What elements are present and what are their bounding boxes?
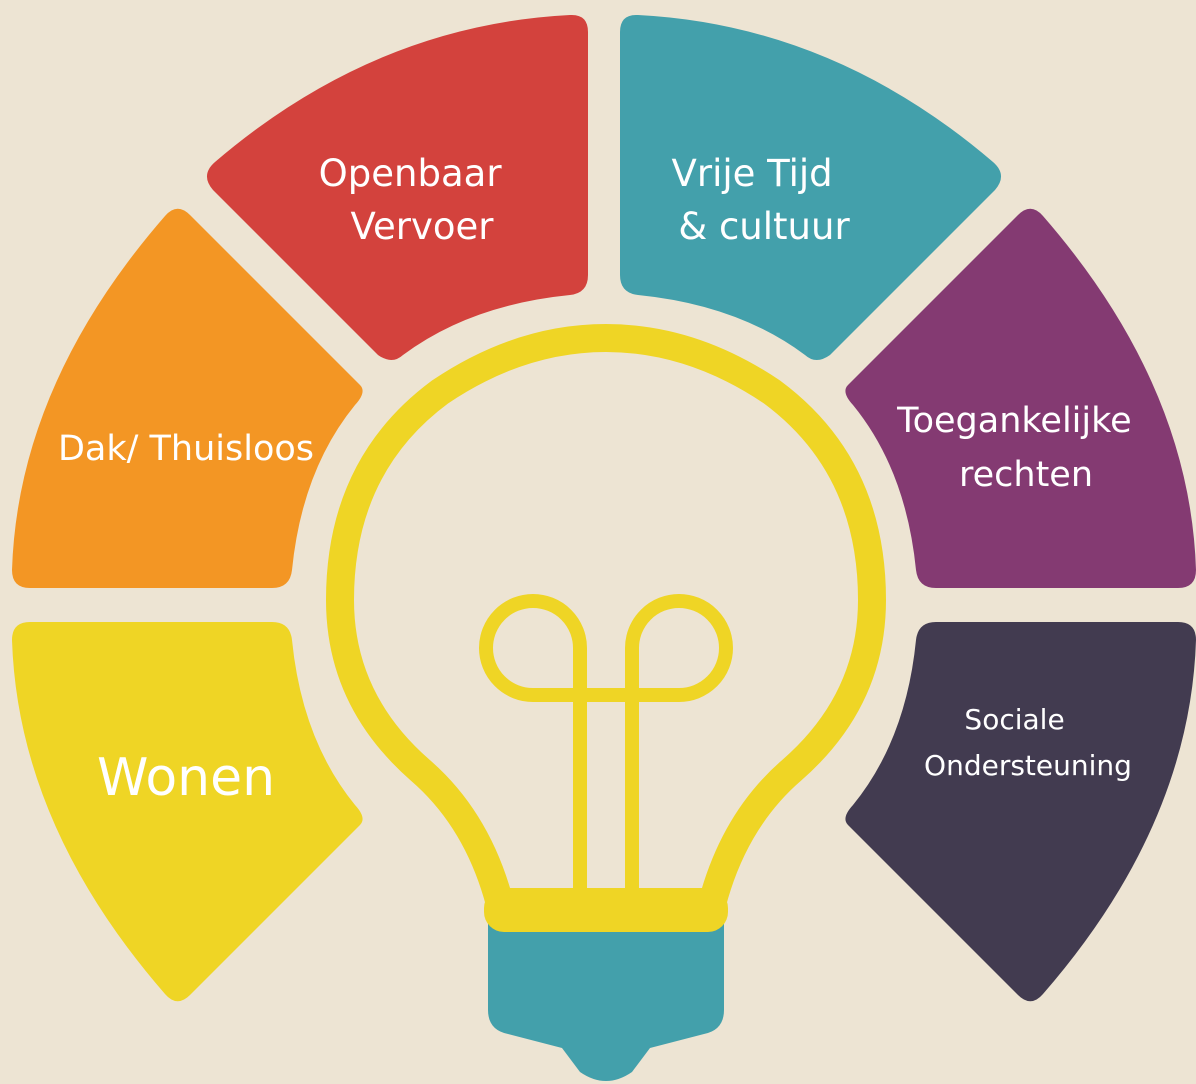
openbaar-vervoer-line2: Vervoer xyxy=(351,205,495,248)
svg-text:Vrije Tijd & cultuur: Vrije Tijd & cultuur xyxy=(672,152,851,248)
sociale-ondersteuning-line2: Ondersteuning xyxy=(924,749,1132,782)
lightbulb-neck-icon xyxy=(484,888,728,932)
segment-sociale-ondersteuning-shape xyxy=(845,622,1196,1002)
sociale-ondersteuning-line1: Sociale xyxy=(964,703,1064,736)
lightbulb-icon xyxy=(326,324,886,1081)
lightbulb-glass-icon xyxy=(326,324,886,918)
segment-openbaar-vervoer: Openbaar Vervoer xyxy=(206,14,588,361)
vrije-tijd-line1: Vrije Tijd xyxy=(672,152,833,195)
toegankelijke-rechten-line1: Toegankelijke xyxy=(896,401,1132,441)
dak-thuisloos-label: Dak/ Thuisloos xyxy=(58,429,314,469)
svg-text:Openbaar Vervoer: Openbaar Vervoer xyxy=(319,152,514,248)
segment-wonen-shape xyxy=(12,622,363,1002)
openbaar-vervoer-line1: Openbaar xyxy=(319,152,503,195)
toegankelijke-rechten-line2: rechten xyxy=(959,455,1093,495)
segment-vrije-tijd-shape xyxy=(620,14,1002,361)
segment-wonen: Wonen xyxy=(12,622,363,1002)
lightbulb-filament-icon xyxy=(479,594,733,893)
svg-text:Toegankelijke rechten: Toegankelijke rechten xyxy=(896,401,1143,495)
segment-dak-thuisloos: Dak/ Thuisloos xyxy=(12,208,363,589)
segment-toegankelijke-rechten: Toegankelijke rechten xyxy=(845,208,1196,589)
segment-dak-thuisloos-shape xyxy=(12,208,363,589)
segment-sociale-ondersteuning: Sociale Ondersteuning xyxy=(845,622,1196,1002)
vrije-tijd-line2: & cultuur xyxy=(678,205,850,248)
wonen-label: Wonen xyxy=(97,748,275,808)
svg-text:Sociale Ondersteuning: Sociale Ondersteuning xyxy=(924,703,1132,782)
lightbulb-base-icon xyxy=(488,920,724,1081)
segment-toegankelijke-rechten-shape xyxy=(845,208,1196,589)
segment-vrije-tijd: Vrije Tijd & cultuur xyxy=(620,14,1002,361)
segment-openbaar-vervoer-shape xyxy=(206,14,588,361)
